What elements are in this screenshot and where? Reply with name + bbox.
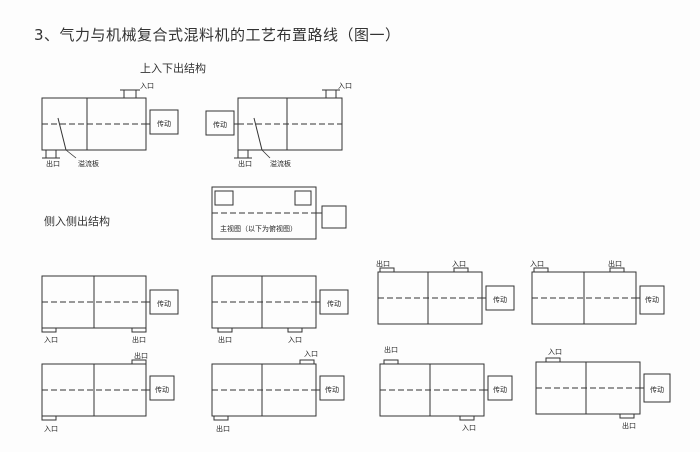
view-outlet-box — [294, 190, 312, 206]
side-mixer-r2c2: 传动 入口 出口 — [211, 350, 345, 433]
outlet-label: 出口 — [218, 335, 232, 344]
inlet-nozzle — [545, 357, 561, 363]
inlet-nozzle — [459, 415, 475, 421]
outlet-nozzle — [379, 267, 395, 273]
inlet-nozzle — [299, 359, 315, 365]
overflow-plate — [57, 117, 67, 151]
main-view-mixer: 主视图（以下为俯视图） — [211, 186, 347, 240]
outlet-nozzle — [383, 359, 399, 365]
drive-label: 传动 — [645, 295, 659, 304]
drive-box — [319, 375, 345, 401]
outlet-nozzle — [131, 359, 147, 365]
drive-box — [149, 109, 179, 135]
mixer-body — [41, 97, 147, 151]
inlet-nozzle — [41, 327, 57, 333]
outlet-label: 出口 — [376, 259, 390, 268]
drive-box — [319, 289, 349, 315]
drive-box — [639, 285, 665, 315]
inlet-nozzle — [453, 267, 469, 273]
side-mixer-r1c3: 传动 出口 入口 — [376, 259, 515, 325]
drive-label: 传动 — [213, 120, 227, 129]
outlet-label: 出口 — [46, 159, 60, 168]
inlet-label: 入口 — [44, 336, 58, 344]
overflow-label: 溢流板 — [270, 159, 291, 168]
outlet-nozzle — [213, 415, 229, 421]
mixer-body — [379, 363, 485, 417]
side-mixer-r1c4: 传动 入口 出口 — [530, 259, 665, 325]
side-mixer-r1c2: 传动 出口 入口 — [211, 275, 349, 344]
outlet-label: 出口 — [216, 424, 230, 433]
inlet-nozzle — [533, 267, 549, 273]
mixer-top-in-1: 传动 入口 出口 溢流板 — [41, 82, 179, 168]
inlet-label: 入口 — [530, 260, 544, 268]
outlet-label: 出口 — [134, 351, 148, 360]
inlet-label: 入口 — [288, 336, 302, 344]
page-title: 3、气力与机械复合式混料机的工艺布置路线（图一） — [34, 26, 401, 44]
drive-label: 传动 — [327, 299, 341, 308]
outlet-label: 出口 — [132, 335, 146, 344]
drive-label: 传动 — [325, 385, 339, 394]
drive-box — [321, 205, 347, 229]
inlet-label: 入口 — [548, 348, 562, 356]
drive-label: 传动 — [650, 385, 664, 394]
outlet-nozzle — [619, 413, 635, 419]
inlet-nozzle — [41, 415, 57, 421]
outlet-label: 出口 — [384, 345, 398, 354]
drive-box — [487, 375, 513, 401]
section-label-side-in-side-out: 侧入侧出结构 — [44, 215, 110, 228]
drive-label: 传动 — [157, 299, 171, 308]
side-mixer-r2c3: 传动 出口 入口 — [379, 345, 513, 432]
drive-box — [485, 285, 515, 311]
inlet-label: 入口 — [338, 82, 352, 90]
view-inlet-box — [214, 190, 234, 206]
outlet-label: 出口 — [622, 421, 636, 430]
mixer-body — [535, 361, 641, 415]
outlet-nozzle — [217, 327, 233, 333]
drive-label: 传动 — [493, 295, 507, 304]
side-mixer-r1c1: 传动 入口 出口 — [41, 275, 179, 344]
side-mixer-r2c4: 传动 入口 出口 — [535, 348, 671, 430]
inlet-nozzle — [287, 327, 303, 333]
inlet-label: 入口 — [452, 260, 466, 268]
overflow-plate — [253, 117, 263, 151]
outlet-nozzle — [609, 267, 625, 273]
mixer-top-in-2: 传动 入口 出口 溢流板 — [205, 82, 352, 168]
drive-label: 传动 — [157, 119, 171, 128]
inlet-label: 入口 — [44, 425, 58, 433]
drive-box — [205, 110, 235, 136]
drive-label: 传动 — [155, 385, 169, 394]
drive-box — [149, 375, 175, 401]
drive-label: 传动 — [493, 385, 507, 394]
mixer-body — [237, 97, 343, 151]
side-mixer-r2c1: 传动 出口 入口 — [41, 351, 175, 433]
inlet-label: 入口 — [140, 82, 154, 90]
mixer-body — [377, 271, 483, 325]
inlet-label: 入口 — [304, 350, 318, 358]
drive-box — [643, 373, 671, 403]
overflow-label: 溢流板 — [78, 159, 99, 168]
main-view-label: 主视图（以下为俯视图） — [220, 224, 297, 233]
outlet-nozzle — [131, 327, 147, 333]
section-label-top-in-bottom-out: 上入下出结构 — [140, 62, 206, 75]
mixer-body — [211, 363, 317, 417]
mixer-body — [211, 275, 317, 329]
outlet-label: 出口 — [608, 259, 622, 268]
inlet-label: 入口 — [462, 424, 476, 432]
outlet-label: 出口 — [238, 159, 252, 168]
